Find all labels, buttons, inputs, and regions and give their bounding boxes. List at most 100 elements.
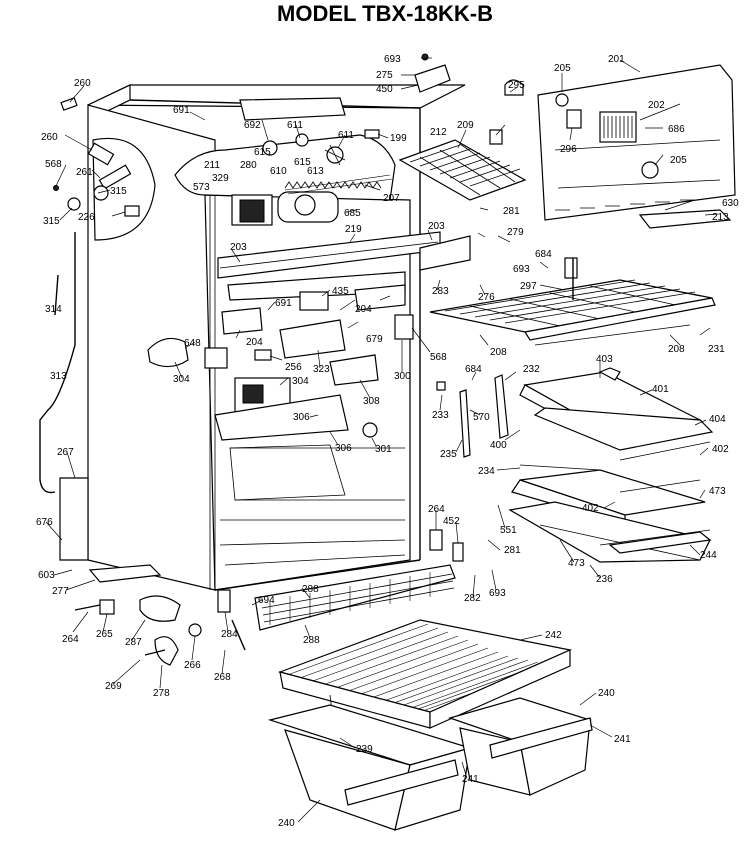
callout-208: 208 [668,344,685,355]
callout-686: 686 [668,124,685,135]
callout-264: 264 [62,634,79,645]
callout-199: 199 [390,133,407,144]
callout-313: 313 [50,371,67,382]
callout-306: 306 [335,443,352,454]
callout-692: 692 [244,120,261,131]
callout-219: 219 [345,224,362,235]
top-hinge-parts [364,53,524,145]
callout-603: 603 [38,570,55,581]
callout-684: 684 [465,364,482,375]
callout-676: 676 [36,517,53,528]
wire-shelf-206 [429,257,716,346]
cabinet-top-plate [174,97,396,226]
callout-242: 242 [545,630,562,641]
callout-269: 269 [105,681,122,692]
callout-684: 684 [535,249,552,260]
crisper-drawer-right [447,697,593,796]
callout-201: 201 [608,54,625,65]
callout-239: 239 [356,744,373,755]
callout-630: 630 [722,198,739,209]
callout-568: 568 [45,159,62,170]
callout-276: 276 [478,292,495,303]
callout-212: 212 [430,127,447,138]
callout-205: 205 [670,155,687,166]
diagram-title: MODEL TBX-18KK-B [277,1,493,26]
callout-260: 260 [74,78,91,89]
callout-202: 202 [648,100,665,111]
callout-234: 234 [478,466,495,477]
callout-280: 280 [240,160,257,171]
callout-315: 315 [110,186,127,197]
callout-306: 306 [293,412,310,423]
callout-329: 329 [212,173,229,184]
callout-279: 279 [507,227,524,238]
callout-679: 679 [366,334,383,345]
callout-288: 288 [302,584,319,595]
callout-401: 401 [652,384,669,395]
callout-283: 283 [432,286,449,297]
callout-685: 685 [344,208,361,219]
callout-284: 284 [221,629,238,640]
callout-452: 452 [443,516,460,527]
callout-300: 300 [394,371,411,382]
control-housing [147,284,414,441]
callout-226: 226 [78,212,95,223]
callout-304: 304 [173,374,190,385]
callout-281: 281 [504,545,521,556]
callout-256: 256 [285,362,302,373]
callout-233: 233 [432,410,449,421]
callout-473: 473 [709,486,726,497]
leveling-hardware [74,564,246,666]
leader-lines [45,57,719,823]
callout-labels: 693 201 205 260 275 450 295 202 691 692 … [36,54,739,829]
callout-277: 277 [52,586,69,597]
callout-615: 615 [294,157,311,168]
callout-287: 287 [125,637,142,648]
callout-240: 240 [278,818,295,829]
callout-323: 323 [313,364,330,375]
callout-278: 278 [153,688,170,699]
callout-205: 205 [554,63,571,74]
callout-264: 264 [428,504,445,515]
callout-282: 282 [464,593,481,604]
callout-297: 297 [520,281,537,292]
callout-694: 694 [258,595,275,606]
callout-613: 613 [307,166,324,177]
callout-261: 261 [76,167,93,178]
callout-450: 450 [376,84,393,95]
callout-693: 693 [513,264,530,275]
left-hinge-assembly [53,97,156,241]
callout-403: 403 [596,354,613,365]
rear-control-panel [537,64,736,229]
callout-611: 611 [338,130,354,141]
callout-203: 203 [428,221,445,232]
callout-610: 610 [270,166,287,177]
callout-551: 551 [500,525,517,536]
callout-693: 693 [384,54,401,65]
callout-308: 308 [363,396,380,407]
glass-shelf-401 [519,367,714,471]
callout-296: 296 [560,144,577,155]
callout-209: 209 [457,120,474,131]
callout-208: 208 [490,347,507,358]
callout-301: 301 [375,444,392,455]
callout-240: 240 [598,688,615,699]
callout-265: 265 [96,629,113,640]
callout-204: 204 [246,337,263,348]
evaporator-coil [284,181,382,189]
callout-402: 402 [582,503,599,514]
shelf-rails [429,374,509,562]
callout-435: 435 [332,286,349,297]
callout-615: 615 [254,147,271,158]
callout-693: 693 [489,588,506,599]
callout-207: 207 [383,193,400,204]
callout-266: 266 [184,660,201,671]
callout-568: 568 [430,352,447,363]
callout-295: 295 [508,80,525,91]
freezer-shelf-212 [398,139,527,201]
callout-211: 211 [204,160,220,171]
callout-648: 648 [184,338,201,349]
callout-691: 691 [275,298,292,309]
callout-241: 241 [614,734,631,745]
callout-275: 275 [376,70,393,81]
